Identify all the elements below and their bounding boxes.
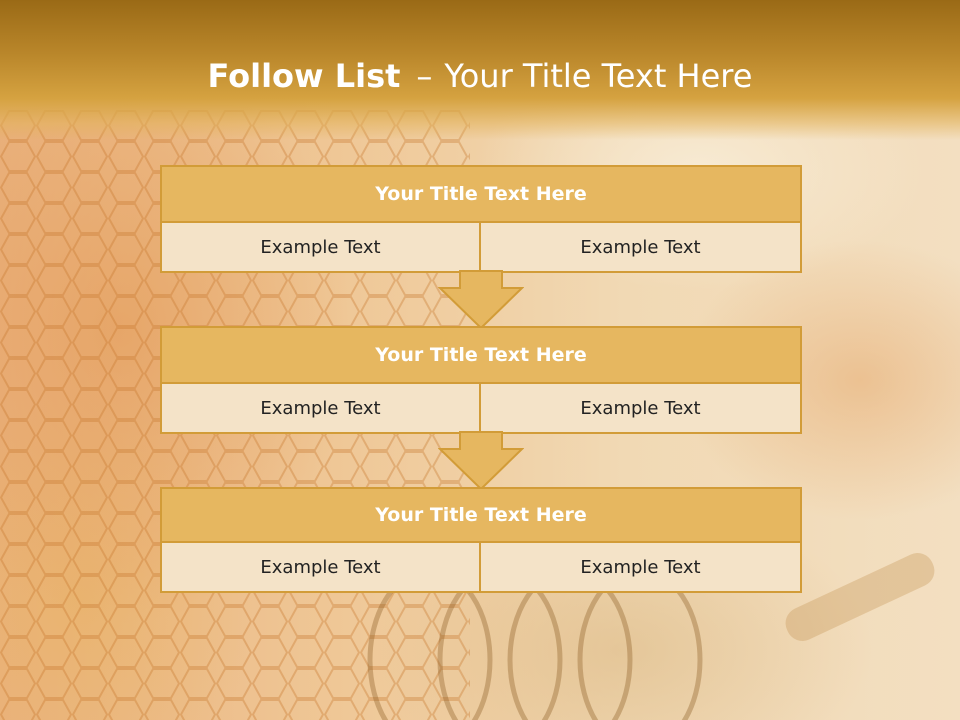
block-cell-right: Example Text bbox=[481, 384, 802, 434]
block-cell-right: Example Text bbox=[481, 223, 802, 273]
block-row: Example Text Example Text bbox=[160, 384, 802, 434]
block-title: Your Title Text Here bbox=[160, 487, 802, 543]
block-title: Your Title Text Here bbox=[160, 326, 802, 384]
block-row: Example Text Example Text bbox=[160, 543, 802, 593]
list-block-1: Your Title Text Here Example Text Exampl… bbox=[160, 165, 802, 273]
list-block-3: Your Title Text Here Example Text Exampl… bbox=[160, 487, 802, 593]
list-block-2: Your Title Text Here Example Text Exampl… bbox=[160, 326, 802, 434]
header-band bbox=[0, 0, 960, 140]
block-cell-left: Example Text bbox=[160, 384, 481, 434]
down-arrow-icon bbox=[438, 431, 524, 491]
block-cell-left: Example Text bbox=[160, 223, 481, 273]
down-arrow-icon bbox=[438, 270, 524, 330]
slide-title-bold: Follow List bbox=[207, 57, 401, 95]
slide-title-separator: – bbox=[416, 57, 433, 95]
block-title: Your Title Text Here bbox=[160, 165, 802, 223]
block-cell-left: Example Text bbox=[160, 543, 481, 593]
slide-title-rest: Your Title Text Here bbox=[444, 57, 753, 95]
slide-title: Follow List–Your Title Text Here bbox=[0, 52, 960, 100]
block-row: Example Text Example Text bbox=[160, 223, 802, 273]
block-cell-right: Example Text bbox=[481, 543, 802, 593]
